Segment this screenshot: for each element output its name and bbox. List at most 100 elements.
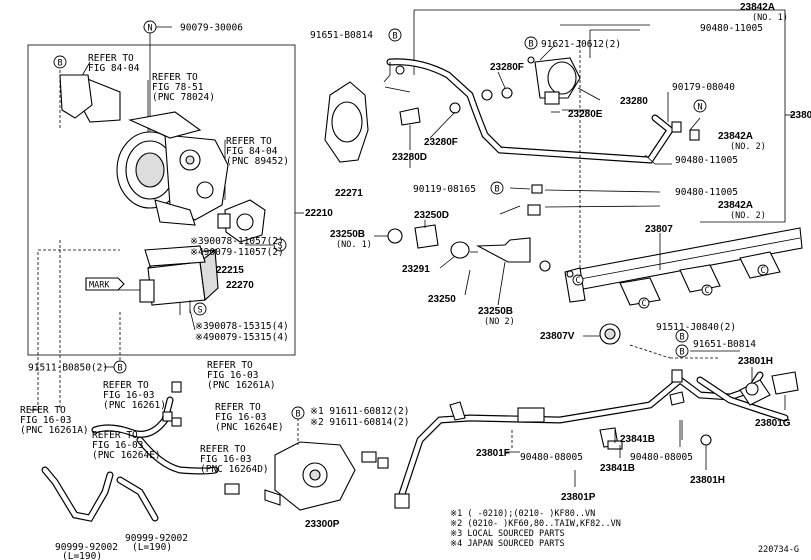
label-p78: (PNC 16264D) [200, 464, 269, 475]
marker-c-1: C [572, 274, 584, 286]
label-p31: 23842A [718, 131, 753, 142]
svg-text:B: B [392, 32, 397, 42]
label-p68: FIG 16-03 [20, 415, 71, 426]
label-p82: 90999-92002 [125, 533, 188, 544]
bolt-23280d [399, 102, 461, 150]
label-p73: REFER TO [92, 430, 138, 441]
label-p51: 23801G [755, 418, 791, 429]
label-p43: 23250 [428, 294, 456, 305]
label-p34: 23802B [790, 110, 811, 121]
label-p66: (PNC 16261) [103, 400, 166, 411]
label-p8: FIG 84-04 [226, 146, 278, 157]
label-p55: 23841B [600, 463, 635, 474]
marker-n-2: N [693, 99, 707, 113]
label-p36: 90480-11005 [675, 187, 738, 198]
gasket [144, 245, 206, 267]
label-p38: (NO. 2) [730, 211, 766, 221]
marker-c-3: C [701, 284, 713, 296]
label-p44: 23250B [478, 306, 513, 317]
marker-s-2: S [193, 302, 207, 316]
throttle-group-box [27, 44, 296, 356]
label-p2: REFER TO [88, 53, 134, 64]
label-p72: (PNC 16264E) [215, 422, 284, 433]
label-p67: REFER TO [20, 405, 66, 416]
label-p63: (PNC 16261A) [207, 380, 276, 391]
label-p45: (NO 2) [484, 317, 515, 327]
label-p22: 91621-J0612(2) [541, 39, 621, 50]
label-p41: (NO. 1) [336, 240, 372, 250]
label-p49: 91651-B0814 [693, 339, 756, 350]
label-p61: REFER TO [207, 360, 253, 371]
label-p28: (NO. 1) [752, 13, 788, 23]
label-p12: ※490079-11057(2) [190, 247, 284, 258]
label-p5: FIG 78-51 [152, 82, 204, 93]
marker-n-1: N [143, 20, 157, 34]
label-p30: 90179-08040 [672, 82, 735, 93]
label-p58: 23801P [561, 492, 596, 503]
label-p50: 23801H [738, 356, 773, 367]
fuel-delivery-pipe [564, 227, 803, 359]
label-p83: (L=190) [132, 542, 172, 553]
note-3: ※3 LOCAL SOURCED PARTS [450, 529, 565, 539]
label-p69: (PNC 16261A) [20, 425, 89, 436]
label-p1: 90079-30006 [180, 23, 243, 34]
label-p11: ※390078-11057(2) [190, 236, 284, 247]
throttle-position-sensor [217, 199, 266, 243]
marker-b-5: B [490, 181, 504, 195]
label-p70: REFER TO [215, 402, 261, 413]
svg-text:B: B [295, 410, 300, 420]
svg-text:C: C [575, 276, 580, 286]
svg-text:N: N [147, 24, 152, 34]
note-1: ※1 ( -0210);(0210- )KF80..VN [450, 509, 595, 519]
label-p10: 22210 [305, 208, 333, 219]
label-p77: FIG 16-03 [200, 454, 251, 465]
fuel-hose-assembly [394, 369, 799, 509]
gasket-22271 [324, 81, 369, 163]
label-p53: 23841B [620, 434, 655, 445]
label-p62: FIG 16-03 [207, 370, 258, 381]
label-p71: FIG 16-03 [215, 412, 266, 423]
label-p3: FIG 84-04 [88, 63, 140, 74]
svg-text:B: B [494, 185, 499, 195]
label-p52: 23801F [476, 448, 510, 459]
label-p64: REFER TO [103, 380, 149, 391]
svg-text:C: C [704, 286, 709, 296]
fuel-rail-group-bracket [414, 9, 786, 223]
svg-text:B: B [57, 59, 62, 69]
label-p9: (PNC 89452) [226, 156, 289, 167]
fuel-injector [387, 224, 551, 272]
label-p29: 90480-11005 [700, 23, 763, 34]
svg-text:S: S [197, 306, 202, 316]
label-p18: 91511-B0850(2) [28, 363, 108, 374]
fuel-pressure-regulator [501, 56, 581, 113]
label-p39: 23250D [414, 210, 449, 221]
label-p21: 23280F [490, 62, 524, 73]
vacuum-hoses [30, 381, 219, 522]
label-p24: 23280E [568, 109, 603, 120]
label-p57: 23801H [690, 475, 725, 486]
label-p80: 90999-92002 [55, 542, 118, 553]
fuel-return-pipe [383, 58, 675, 164]
svg-text:N: N [697, 103, 702, 113]
label-p26: 23280D [392, 152, 427, 163]
label-p20: 22271 [335, 188, 363, 199]
label-p47: 23807V [540, 331, 575, 342]
marker-b-1: B [53, 55, 67, 69]
label-p14: 22270 [226, 280, 254, 291]
label-p6: (PNC 78024) [152, 92, 215, 103]
vsv-unit [224, 413, 389, 511]
marker-b-4: B [524, 36, 538, 50]
label-p74: FIG 16-03 [92, 440, 143, 451]
label-p48: 91511-J0840(2) [656, 322, 736, 333]
label-p79: 23300P [305, 519, 340, 530]
label-p46: 23807 [645, 224, 673, 235]
note-2: ※2 (0210- )KF60,80..TAIW,KF82..VN [450, 519, 621, 529]
svg-text:B: B [679, 348, 684, 358]
svg-text:MARK: MARK [89, 281, 110, 291]
label-p33: 90480-11005 [675, 155, 738, 166]
label-p32: (NO. 2) [730, 142, 766, 152]
note-4: ※4 JAPAN SOURCED PARTS [450, 539, 565, 549]
marker-b-3: B [388, 28, 402, 42]
